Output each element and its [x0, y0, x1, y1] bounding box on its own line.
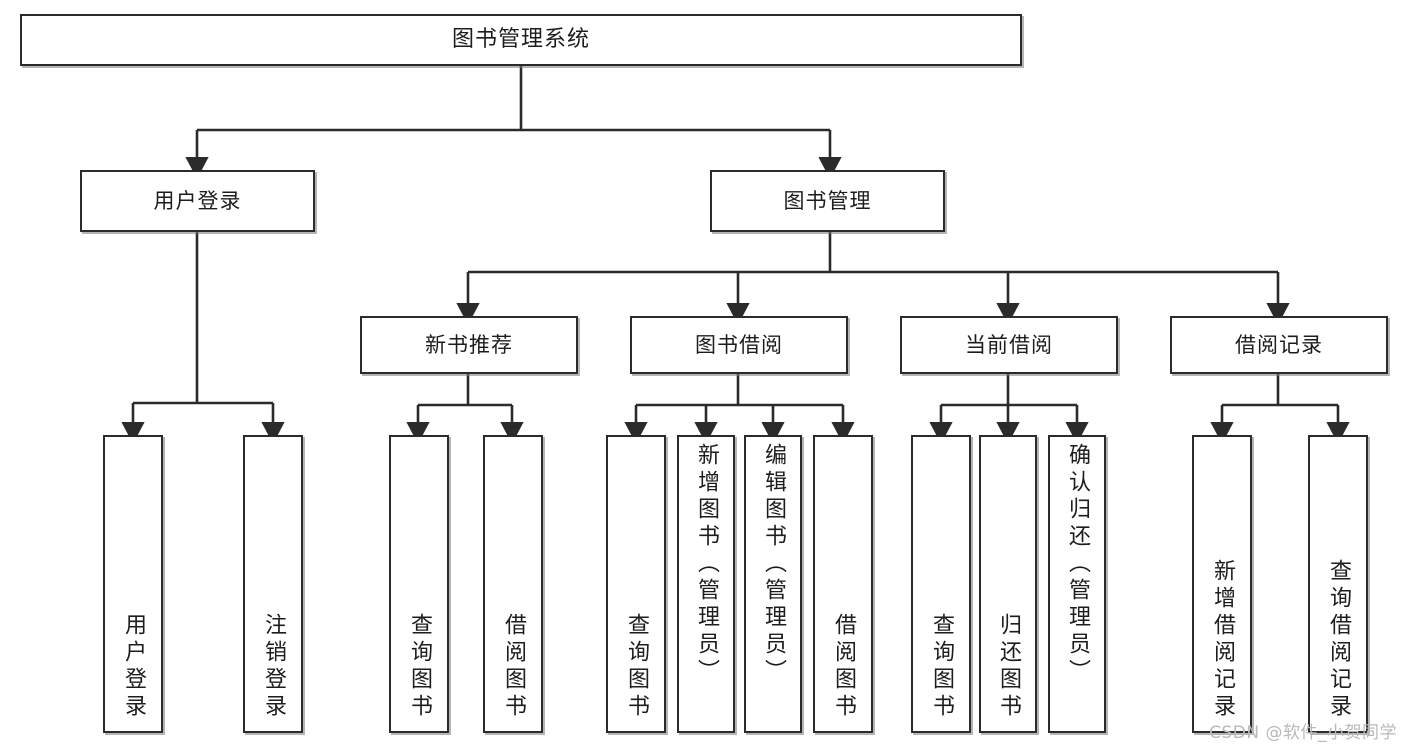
- node-borrow-record[interactable]: 借阅记录: [1170, 316, 1388, 374]
- node-new-book-recommend-label: 新书推荐: [425, 332, 513, 357]
- node-user-login-label: 用户登录: [153, 188, 242, 213]
- node-root-label: 图书管理系统: [451, 27, 590, 53]
- leaf-logout-label: 注销登录: [261, 613, 286, 721]
- leaf-record-query-label: 查询借阅记录: [1326, 559, 1351, 721]
- node-root[interactable]: 图书管理系统: [20, 14, 1022, 66]
- leaf-borrow-borrow-book[interactable]: 借阅图书: [813, 435, 873, 733]
- node-book-management[interactable]: 图书管理: [710, 170, 945, 232]
- leaf-borrow-query-book[interactable]: 查询图书: [606, 435, 666, 733]
- leaf-logout[interactable]: 注销登录: [243, 435, 303, 733]
- leaf-current-query-book-label: 查询图书: [929, 613, 954, 721]
- leaf-current-return-book-label: 归还图书: [996, 613, 1021, 721]
- csdn-watermark: CSDN @软件_小贺同学: [1209, 723, 1397, 743]
- leaf-borrow-borrow-book-label: 借阅图书: [831, 613, 856, 721]
- leaf-current-confirm-return-label: 确认归还（管理员）: [1065, 443, 1090, 686]
- node-book-borrow-label: 图书借阅: [695, 332, 783, 357]
- leaf-user-login[interactable]: 用户登录: [103, 435, 163, 733]
- node-user-login[interactable]: 用户登录: [80, 170, 315, 232]
- leaf-newbook-borrow-book[interactable]: 借阅图书: [483, 435, 543, 733]
- node-book-borrow[interactable]: 图书借阅: [630, 316, 848, 374]
- leaf-newbook-borrow-book-label: 借阅图书: [501, 613, 526, 721]
- leaf-current-confirm-return[interactable]: 确认归还（管理员）: [1048, 435, 1106, 733]
- leaf-current-return-book[interactable]: 归还图书: [979, 435, 1037, 733]
- leaf-current-query-book[interactable]: 查询图书: [911, 435, 971, 733]
- node-current-borrow[interactable]: 当前借阅: [900, 316, 1118, 374]
- node-book-management-label: 图书管理: [783, 188, 872, 213]
- leaf-borrow-add-book-label: 新增图书（管理员）: [694, 443, 719, 686]
- node-new-book-recommend[interactable]: 新书推荐: [360, 316, 578, 374]
- leaf-record-add[interactable]: 新增借阅记录: [1192, 435, 1252, 733]
- leaf-borrow-edit-book[interactable]: 编辑图书（管理员）: [744, 435, 802, 733]
- leaf-borrow-query-book-label: 查询图书: [624, 613, 649, 721]
- leaf-newbook-query-book-label: 查询图书: [407, 613, 432, 721]
- leaf-newbook-query-book[interactable]: 查询图书: [389, 435, 449, 733]
- leaf-borrow-edit-book-label: 编辑图书（管理员）: [761, 443, 786, 686]
- leaf-borrow-add-book[interactable]: 新增图书（管理员）: [677, 435, 735, 733]
- leaf-record-add-label: 新增借阅记录: [1210, 559, 1235, 721]
- node-current-borrow-label: 当前借阅: [965, 332, 1053, 357]
- leaf-user-login-label: 用户登录: [121, 613, 146, 721]
- leaf-record-query[interactable]: 查询借阅记录: [1308, 435, 1368, 733]
- node-borrow-record-label: 借阅记录: [1235, 332, 1323, 357]
